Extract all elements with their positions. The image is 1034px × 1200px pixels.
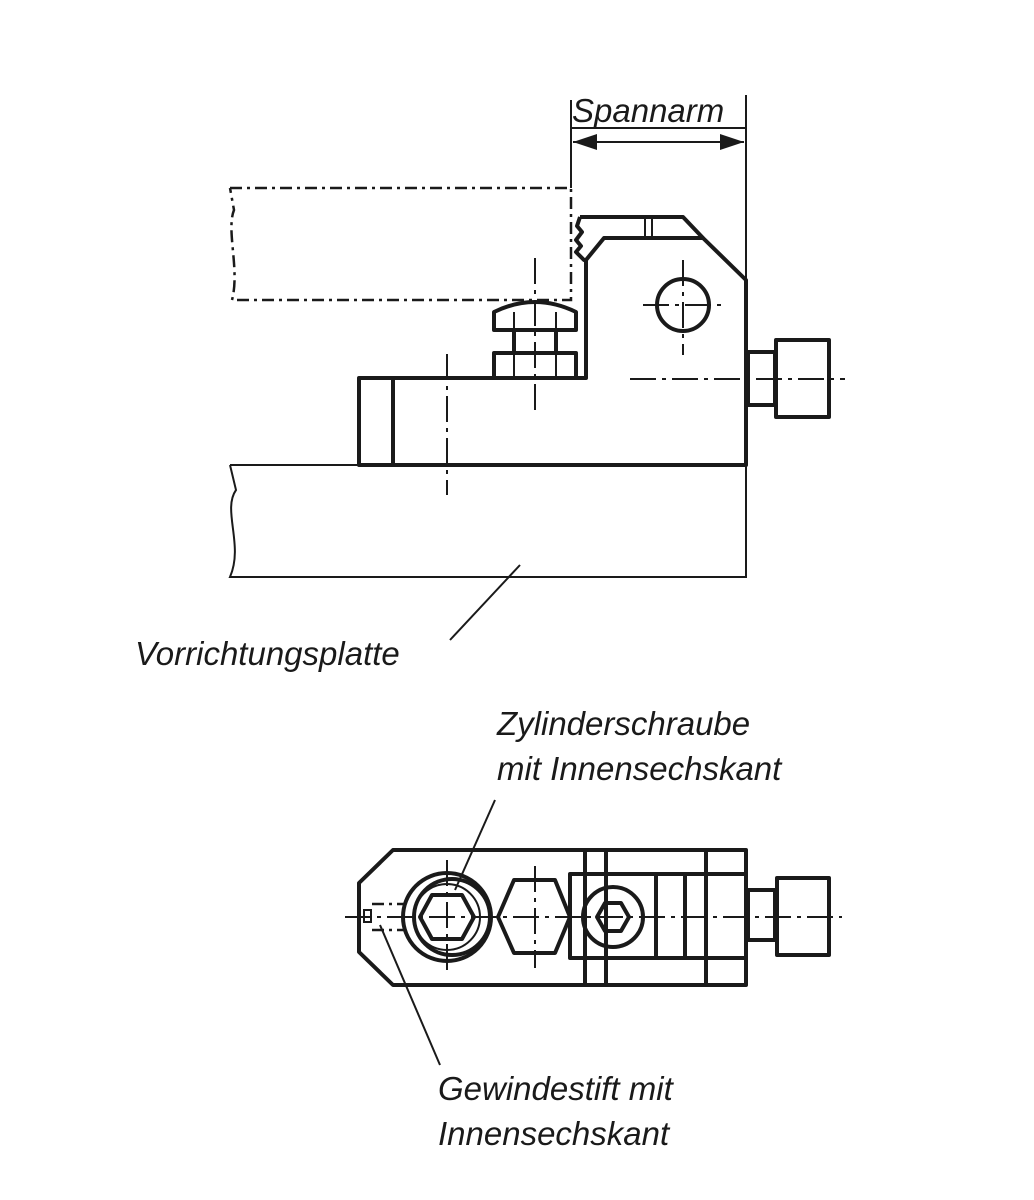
fixture-plate	[228, 464, 746, 641]
workpiece-phantom	[228, 186, 573, 302]
label-spannarm: Spannarm	[572, 92, 724, 129]
label-set-screw-1: Gewindestift mit	[438, 1070, 675, 1107]
spannarm-dimension	[570, 95, 747, 578]
label-cap-screw-1: Zylinderschraube	[496, 705, 750, 742]
label-fixture-plate: Vorrichtungsplatte	[135, 635, 400, 672]
clamp-top-view	[345, 799, 842, 1066]
label-cap-screw-2: mit Innensechskant	[497, 750, 783, 787]
label-set-screw-2: Innensechskant	[438, 1115, 671, 1152]
clamp-side-view	[357, 215, 845, 495]
